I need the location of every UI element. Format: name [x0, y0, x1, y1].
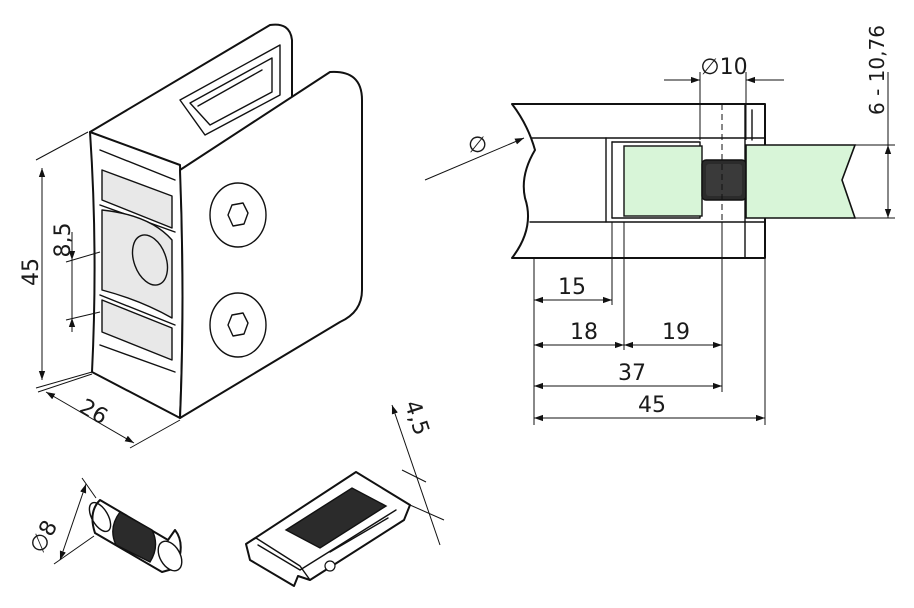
dim-19-label: 19 [662, 320, 690, 345]
dim-height-label: 45 [19, 258, 44, 286]
screw-head-upper [209, 182, 267, 248]
insert-part: 4,5 [245, 397, 445, 587]
clamp-isometric-view: 45 8,5 26 [19, 23, 363, 449]
dim-15-label: 15 [558, 275, 586, 300]
dim-depth-label: 26 [75, 395, 112, 431]
dim-pipe-label: ∅ [468, 133, 487, 158]
dim-37-label: 37 [618, 361, 646, 386]
screw-head-lower [209, 292, 267, 358]
dim-pin-diameter-label: ∅10 [700, 55, 747, 80]
pin-part: ∅8 [25, 477, 183, 573]
dim-insert-thickness-label: 4,5 [399, 397, 434, 438]
dim-pin-diameter-8-label: ∅8 [25, 516, 63, 557]
section-view: ∅10 6 - 10,76 ∅ 15 18 19 37 45 [424, 25, 895, 425]
dim-45-label: 45 [638, 393, 666, 418]
glass-pane-right [745, 144, 857, 219]
dim-glass-thickness-label: 6 - 10,76 [865, 25, 889, 115]
glass-pane-left [623, 145, 703, 217]
dim-slot-label: 8,5 [51, 223, 76, 258]
dim-18-label: 18 [570, 320, 598, 345]
